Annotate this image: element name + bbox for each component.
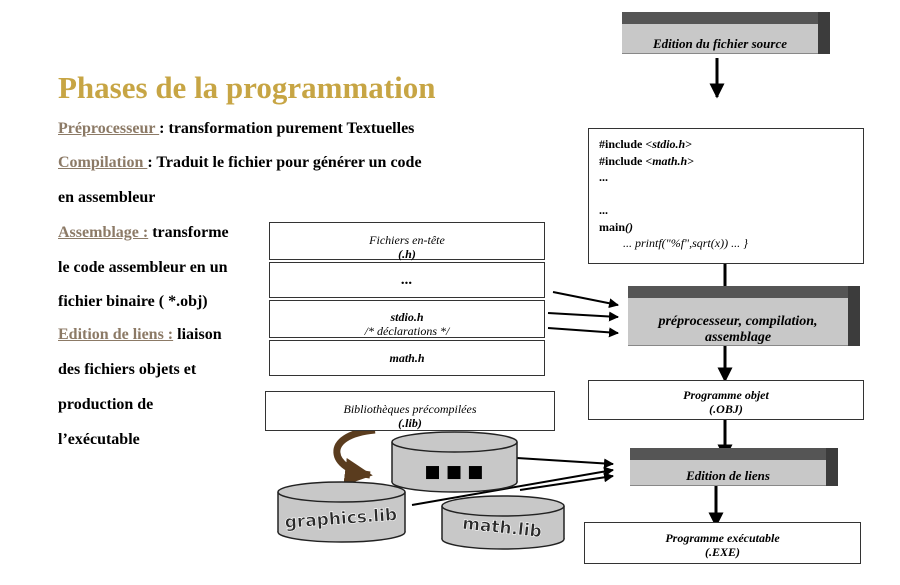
object-program-ext: (.OBJ) xyxy=(709,402,743,416)
code-line-include-stdio: #include <stdio.h> xyxy=(599,137,693,151)
description-line-linking-cont2: production de xyxy=(58,396,153,414)
object-program-title: Programme objet xyxy=(683,388,769,402)
source-file-box: Edition du fichier source xyxy=(622,12,830,54)
description-text: en assembleur xyxy=(58,189,156,206)
linker-box: Edition de liens xyxy=(630,448,838,486)
curved-arrow-libraries xyxy=(333,426,376,486)
description-line-linking: Edition de liens : liaison xyxy=(58,326,222,344)
description-text: transforme xyxy=(148,224,229,241)
arrow-math-to-preprocessor xyxy=(547,327,619,338)
cylinder-generic-lib: ■ ■ ■ xyxy=(391,431,518,493)
stdio-header-comment: /* déclarations */ xyxy=(364,324,450,338)
term-preprocessor: Préprocesseur xyxy=(58,120,160,137)
executable-title: Programme exécutable xyxy=(665,531,780,545)
description-text: : transformation purement Textuelles xyxy=(159,120,415,137)
description-text: : Traduit le fichier pour générer un cod… xyxy=(147,154,422,171)
math-header-box: math.h xyxy=(269,340,545,376)
preprocessor-label-line1: préprocesseur, compilation, xyxy=(658,314,818,329)
arrow-stdio-to-preprocessor xyxy=(547,311,619,322)
header-files-box: Fichiers en-tête (.h) xyxy=(269,222,545,261)
libraries-box: Bibliothèques précompilées (.lib) xyxy=(265,391,555,431)
description-line-linking-cont3: l’exécutable xyxy=(58,431,140,449)
header-ellipsis-box: ... xyxy=(269,262,545,298)
object-program-box: Programme objet (.OBJ) xyxy=(588,380,864,420)
description-line-compilation: Compilation : Traduit le fichier pour gé… xyxy=(58,154,422,172)
preprocessor-box-side xyxy=(848,286,860,346)
libraries-title: Bibliothèques précompilées xyxy=(343,402,477,416)
header-files-ext: (.h) xyxy=(398,247,416,261)
description-text: des fichiers objets et xyxy=(58,361,197,378)
description-line-linking-cont1: des fichiers objets et xyxy=(58,361,196,379)
code-line-main: main() xyxy=(599,219,634,234)
header-files-title: Fichiers en-tête xyxy=(369,233,445,247)
arrow-header-ellipsis-to-preprocessor xyxy=(552,291,619,309)
header-ellipsis: ... xyxy=(401,272,413,288)
source-file-label: Edition du fichier source xyxy=(653,36,787,51)
preprocessor-label-line2: assemblage xyxy=(704,330,772,345)
libraries-ext: (.lib) xyxy=(398,416,422,430)
source-code-box: #include <stdio.h> #include <math.h> ...… xyxy=(588,128,864,264)
description-text: liaison xyxy=(173,326,222,343)
code-line-blank xyxy=(599,186,853,203)
arrow-lib-generic-to-linker xyxy=(516,457,614,469)
code-line-ellipsis-1: ... xyxy=(599,170,608,184)
executable-box: Programme exécutable (.EXE) xyxy=(584,522,861,564)
code-line-include-math: #include <math.h> xyxy=(599,153,695,168)
preprocessor-box: préprocesseur, compilation, assemblage xyxy=(628,286,860,346)
linker-label: Edition de liens xyxy=(686,468,770,483)
math-header-name: math.h xyxy=(389,351,425,365)
code-line-ellipsis-2: ... xyxy=(599,203,608,217)
arrow-mathlib-to-linker xyxy=(519,472,614,491)
linker-box-top xyxy=(630,448,838,460)
preprocessor-box-top xyxy=(628,286,860,298)
description-text: fichier binaire ( *.obj) xyxy=(58,293,208,310)
source-file-box-top xyxy=(622,12,830,24)
cylinder-generic-label: ■ ■ ■ xyxy=(425,462,484,482)
preprocessor-label: préprocesseur, compilation, assemblage xyxy=(628,314,848,346)
term-assembly: Assemblage : xyxy=(58,224,149,241)
description-line-assembly-cont1: le code assembleur en un xyxy=(58,259,227,277)
term-linking: Edition de liens : xyxy=(58,326,174,343)
description-text: le code assembleur en un xyxy=(58,259,228,276)
description-text: l’exécutable xyxy=(58,431,140,448)
description-text: production de xyxy=(58,396,154,413)
page-title: Phases de la programmation xyxy=(58,70,436,105)
stdio-header-name: stdio.h xyxy=(390,310,424,324)
description-line-compilation-cont: en assembleur xyxy=(58,189,155,207)
description-line-assembly-cont2: fichier binaire ( *.obj) xyxy=(58,293,208,311)
linker-box-side xyxy=(826,448,838,486)
description-line-assembly: Assemblage : transforme xyxy=(58,224,229,242)
term-compilation: Compilation xyxy=(58,154,148,171)
description-line-preprocessor: Préprocesseur : transformation purement … xyxy=(58,120,414,138)
cylinder-math-lib: math.lib xyxy=(441,495,565,550)
stdio-header-box: stdio.h /* déclarations */ xyxy=(269,300,545,338)
source-file-box-side xyxy=(818,12,830,54)
code-line-body: ... printf("%f",sqrt(x)) ... } xyxy=(623,236,748,250)
arrow-graphics-to-linker xyxy=(411,466,614,506)
cylinder-graphics-lib: graphics.lib xyxy=(277,481,406,543)
executable-ext: (.EXE) xyxy=(704,545,740,559)
